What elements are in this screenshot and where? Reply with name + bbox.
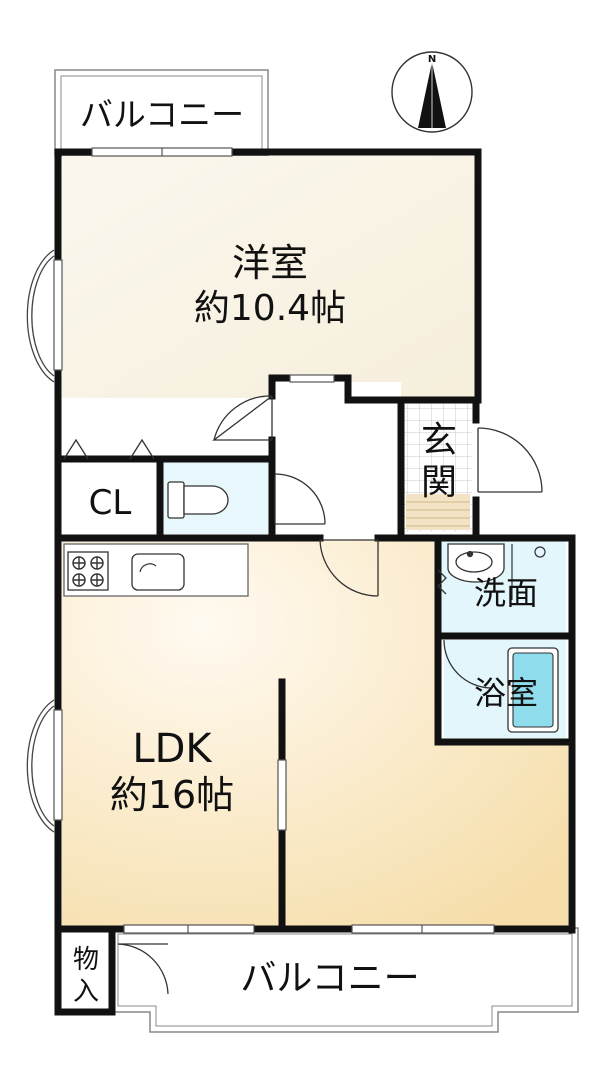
- washer-pan-icon: [511, 544, 546, 600]
- washbasin-icon: [447, 543, 505, 583]
- stove-burners-icon: [72, 556, 104, 587]
- bathtub-icon: [507, 647, 559, 733]
- bay-windows: [26, 249, 55, 833]
- balcony-top-label: バルコニー: [80, 95, 244, 134]
- western-room-name: 洋室: [232, 241, 308, 285]
- hallway-floor: [275, 382, 401, 538]
- compass-north-label: N: [428, 54, 436, 65]
- balcony-bottom-label: バルコニー: [240, 958, 419, 999]
- windows: [53, 147, 495, 934]
- ldk-floor: [62, 540, 568, 926]
- ldk-name: LDK: [132, 726, 213, 772]
- kitchen-sink-icon: [131, 553, 185, 591]
- closet-label: CL: [89, 483, 132, 523]
- kitchen-counter: [63, 543, 249, 597]
- washroom-label: 洗面: [474, 574, 538, 612]
- entrance-step-lines: [406, 501, 470, 527]
- entrance-label-1: 玄: [421, 420, 457, 461]
- toilet-icon: [167, 481, 229, 519]
- entrance-label-2: 関: [421, 462, 457, 503]
- storage-label-2: 入: [73, 977, 99, 1007]
- north-compass: N: [391, 51, 473, 133]
- doors: [63, 395, 543, 995]
- balcony-top: バルコニー: [54, 69, 269, 157]
- ldk-size: 約16帖: [110, 773, 234, 817]
- closet-floor: [62, 462, 158, 534]
- western-room-floor: [62, 156, 475, 398]
- bathroom-label: 浴室: [474, 674, 538, 712]
- balcony-bottom: バルコニー: [111, 927, 579, 1033]
- storage-floor: [62, 932, 110, 1008]
- western-room-size: 約10.4帖: [194, 288, 346, 329]
- entrance-step: [406, 494, 470, 530]
- storage-label-1: 物: [73, 945, 99, 975]
